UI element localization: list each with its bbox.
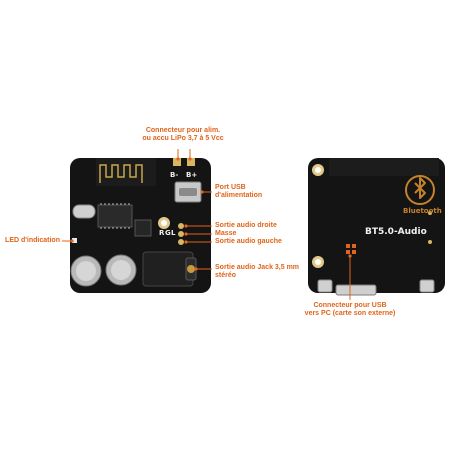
front-board <box>70 158 211 293</box>
indicator-led <box>72 238 77 243</box>
silk-brand: Bluetooth <box>403 207 442 215</box>
bluetooth-logo-icon <box>405 175 435 205</box>
pad-minus <box>173 158 181 166</box>
label-ground: Masse <box>215 230 237 237</box>
back-board <box>308 158 445 296</box>
silk-pad-left: B- <box>170 171 179 179</box>
label-audio-left: Sortie audio gauche <box>215 238 282 245</box>
pad-g <box>178 231 184 237</box>
pad-r <box>178 223 184 229</box>
back-usb-edge <box>335 284 377 296</box>
label-led: LED d'indication <box>5 237 60 244</box>
secondary-chip <box>134 219 152 237</box>
silk-channel-g: G <box>165 229 171 237</box>
silk-pad-right: B+ <box>186 171 198 179</box>
silk-channel-l: L <box>171 229 176 237</box>
crystal-oscillator <box>72 204 96 219</box>
pad-plus <box>187 158 195 166</box>
main-chip <box>97 204 133 228</box>
label-usb-power: Port USB d'alimentation <box>215 184 263 199</box>
silk-channel-r: R <box>159 229 165 237</box>
label-usb-pc: Connecteur pour USB vers PC (carte son e… <box>304 302 396 317</box>
leader-dots <box>70 157 352 271</box>
pad-l <box>178 239 184 245</box>
silk-model: BT5.0-Audio <box>365 227 427 237</box>
antenna-trace <box>99 164 143 183</box>
label-audio-right: Sortie audio droite <box>215 222 277 229</box>
label-supply-connector: Connecteur pour alim. ou accu LiPo 3,7 à… <box>142 127 224 142</box>
leader-lines <box>62 149 351 300</box>
label-jack-out: Sortie audio Jack 3,5 mm stéréo <box>215 264 300 279</box>
